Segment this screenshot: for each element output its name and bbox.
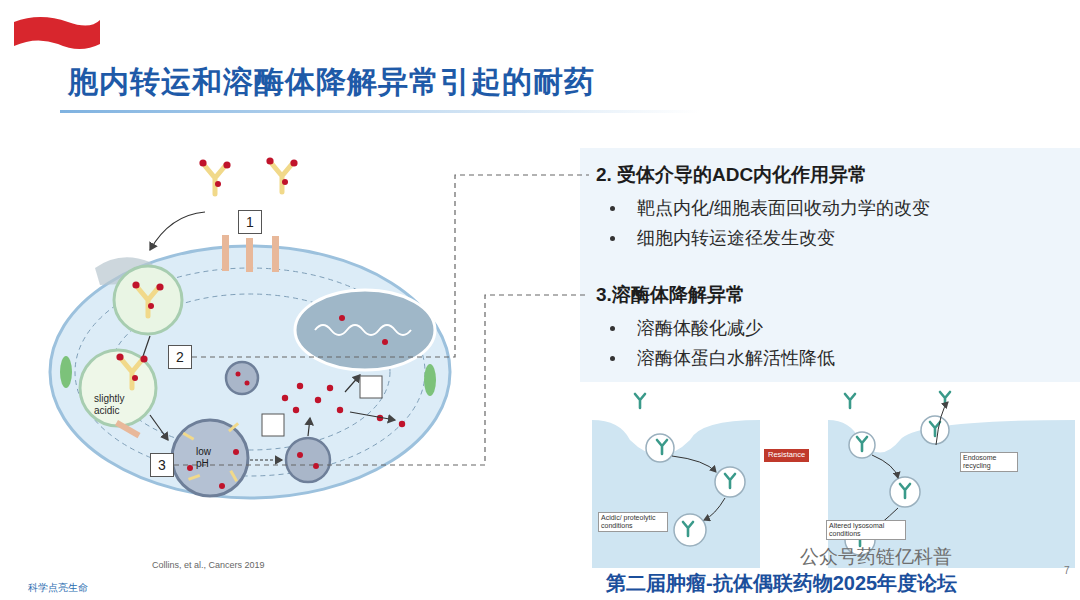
section-heading: 3.溶酶体降解异常 (596, 282, 1068, 308)
nucleus (295, 290, 435, 370)
arrow (308, 418, 310, 436)
cell-region (592, 420, 760, 568)
bullet-row: 细胞内转运途径发生改变 (610, 226, 1068, 250)
title-underline (60, 110, 700, 113)
logo-text: 科学点亮生命 (28, 582, 88, 594)
text-section: 3.溶酶体降解异常溶酶体酸化减少溶酶体蛋白水解活性降低 (592, 280, 1072, 378)
receptor (272, 236, 279, 272)
arrow (150, 212, 205, 250)
vesicles (646, 416, 949, 555)
dna (315, 325, 411, 335)
inset-arrows (672, 402, 948, 530)
adc (199, 159, 230, 194)
callout-number: 2 (176, 350, 184, 364)
callout-number: 3 (158, 458, 166, 472)
arrow (250, 459, 282, 460)
endosome (80, 350, 156, 426)
citation: Collins, et al., Cancers 2019 (152, 560, 265, 570)
receptor (246, 238, 253, 272)
empty-callout (262, 414, 284, 436)
section-heading: 2. 受体介导的ADC内化作用异常 (596, 162, 1068, 188)
callout-number: 1 (246, 215, 254, 229)
watermark: 公众号药链亿科普 (800, 546, 952, 568)
early-endosome (114, 266, 182, 334)
slide-title: 胞内转运和溶酶体降解异常引起的耐药 (68, 62, 595, 103)
bullet-dot (610, 356, 615, 361)
adc (116, 353, 147, 388)
page-number: 7 (1064, 565, 1070, 577)
inset-note: Acidic/ proteolytic conditions (598, 512, 668, 532)
bullet-text: 靶点内化/细胞表面回收动力学的改变 (637, 196, 930, 220)
payload (282, 383, 405, 427)
receptor (222, 235, 229, 271)
compartment-label: slightly acidic (94, 393, 144, 416)
arrow (345, 375, 360, 392)
bullet-row: 溶酶体酸化减少 (610, 316, 1068, 340)
bullet-dot (610, 206, 615, 211)
resistance-tag: Resistance (764, 449, 809, 462)
bullet-text: 细胞内转运途径发生改变 (637, 226, 835, 250)
leader-connector (192, 175, 589, 357)
empty-callout (360, 376, 382, 398)
text-section: 2. 受体介导的ADC内化作用异常靶点内化/细胞表面回收动力学的改变细胞内转运途… (592, 160, 1072, 258)
inset-ground (592, 386, 1078, 568)
degraded-fragments (183, 422, 240, 489)
logo (14, 17, 100, 49)
lysosome (286, 438, 330, 482)
logo-flag (14, 17, 100, 49)
cell-figure (50, 157, 450, 498)
bullet-dot (610, 236, 615, 241)
callout-box: 1 (238, 210, 262, 234)
lysosome (226, 362, 258, 394)
bullet-text: 溶酶体酸化减少 (637, 316, 763, 340)
adc (266, 157, 297, 192)
compartment-label: low pH (196, 446, 226, 469)
arrow (150, 415, 168, 440)
leader-connector (174, 295, 589, 465)
bullet-row: 溶酶体蛋白水解活性降低 (610, 346, 1068, 370)
bullet-row: 靶点内化/细胞表面回收动力学的改变 (610, 196, 1068, 220)
cell-membrane (50, 246, 450, 498)
transporter (60, 356, 72, 388)
text-panel (580, 148, 1080, 382)
inset-note: Endosome recycling (960, 452, 1018, 472)
inset-figure (592, 386, 1078, 568)
inset-note: Altered lysosomal conditions (826, 520, 906, 540)
lysosome (172, 420, 248, 496)
antibodies (635, 392, 950, 546)
adc (132, 281, 163, 316)
forum-name: 第二届肿瘤-抗体偶联药物2025年度论坛 (606, 572, 957, 595)
arrow (350, 412, 395, 420)
cell-region (828, 420, 1075, 568)
bullet-dot (610, 326, 615, 331)
receptor (115, 420, 141, 438)
bullet-text: 溶酶体蛋白水解活性降低 (637, 346, 835, 370)
callout-box: 3 (150, 453, 174, 477)
transporter (424, 364, 436, 396)
callout-box: 2 (168, 345, 192, 369)
